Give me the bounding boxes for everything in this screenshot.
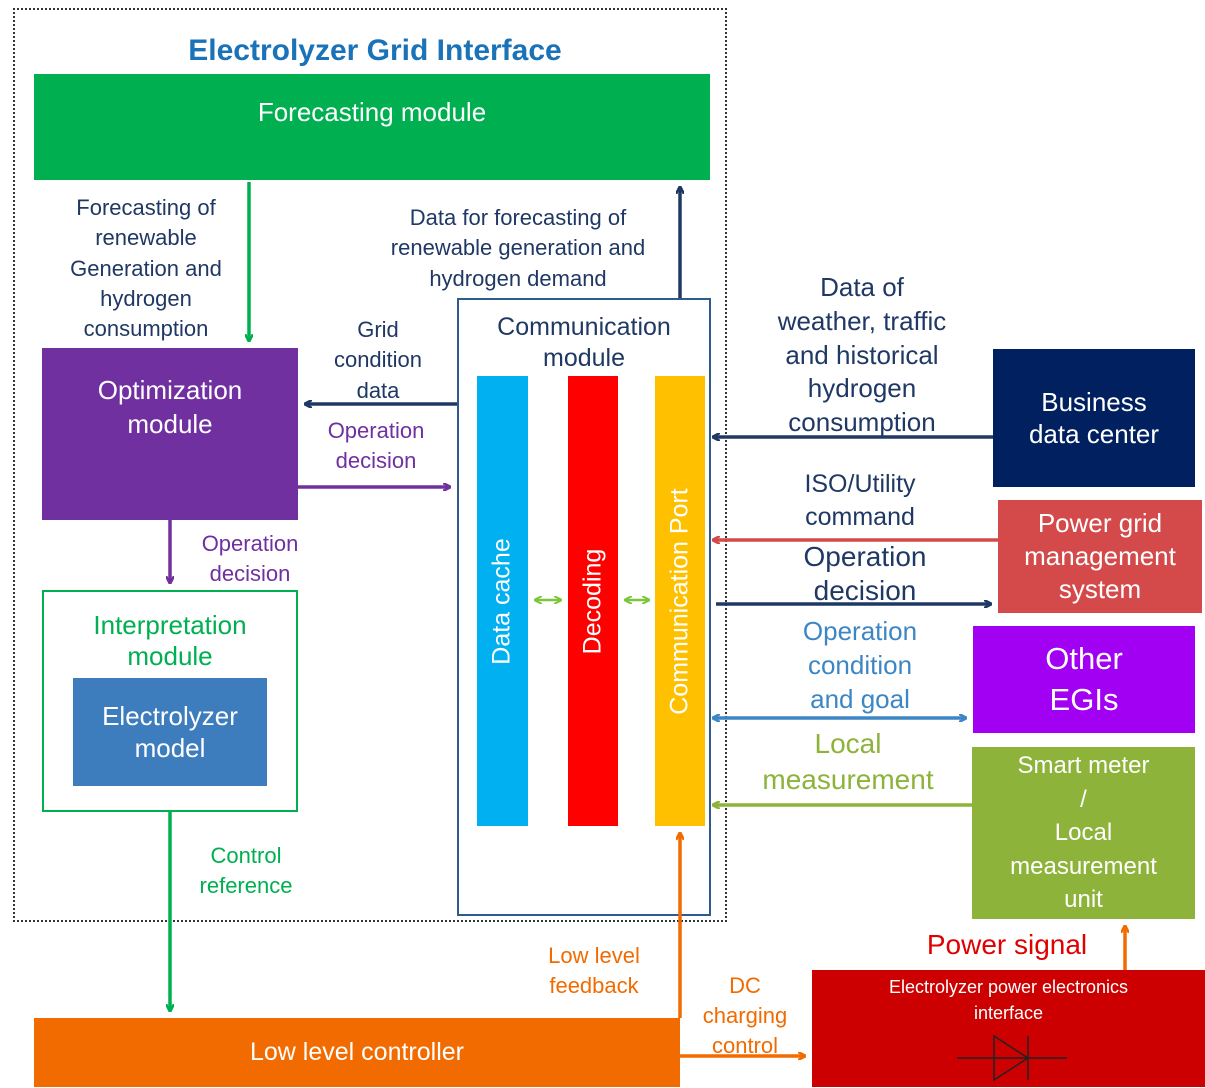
smart-meter-label: Smart meter / Local measurement unit [1010, 752, 1157, 914]
iso-utility-label: ISO/Utility command [804, 470, 916, 531]
pe-interface-label: Electrolyzer power electronics interface [888, 977, 1129, 1024]
power-grid-management-label: Power grid management system [1024, 507, 1176, 604]
business-data-center: Business data center [993, 349, 1195, 487]
optimization-module-label: Optimization module [97, 375, 243, 439]
pe-interface: Electrolyzer power electronics interface [812, 970, 1205, 1087]
diagram-title: Electrolyzer Grid Interface [188, 34, 562, 67]
low-level-feedback-label: Low level feedback [548, 943, 640, 999]
operation-decision-purple-label-2: Operation decision [201, 531, 299, 587]
forecasting-module-label: Forecasting module [257, 96, 487, 127]
data-of-weather-label: Data of weather, traffic and historical … [777, 272, 947, 438]
communication-module-label: Communication module [497, 313, 671, 373]
low-level-controller: Low level controller [34, 1018, 680, 1087]
other-egis-label: Other EGIs [1045, 641, 1123, 717]
grid-condition-label: Grid condition data [333, 317, 423, 403]
electrolyzer-model-label: Electrolyzer model [102, 700, 238, 764]
electrolyzer-model: Electrolyzer model [73, 678, 267, 786]
operation-condition-label: Operation condition and goal [802, 616, 918, 714]
control-reference-label: Control reference [199, 843, 293, 899]
optimization-module: Optimization module [42, 348, 298, 520]
forecasting-module: Forecasting module [34, 74, 710, 180]
decoding-block: Decoding [568, 376, 618, 826]
operation-decision-navy-label: Operation decision [803, 541, 927, 606]
smart-meter: Smart meter / Local measurement unit [972, 747, 1195, 919]
low-level-controller-label: Low level controller [250, 1038, 464, 1066]
operation-decision-purple-label: Operation decision [327, 418, 425, 474]
interpretation-module-label: Interpretation module [93, 610, 247, 671]
forecasting-of-label: Forecasting of renewable Generation and … [70, 195, 222, 342]
business-data-center-label: Business data center [1028, 386, 1160, 450]
diode-icon [957, 1034, 1067, 1082]
egi-boundary [13, 8, 727, 922]
power-signal-label: Power signal [926, 929, 1088, 960]
local-measurement-label: Local measurement [762, 728, 934, 796]
other-egis: Other EGIs [973, 626, 1195, 733]
communication-port-block: Communication Port [655, 376, 705, 826]
dc-charging-label: DC charging control [702, 973, 788, 1058]
data-for-forecasting-label: Data for forecasting of renewable genera… [390, 205, 646, 291]
interpretation-module: Interpretation module Electrolyzer model [42, 590, 298, 812]
power-grid-management-system: Power grid management system [998, 500, 1202, 613]
data-cache-block: Data cache [477, 376, 528, 826]
